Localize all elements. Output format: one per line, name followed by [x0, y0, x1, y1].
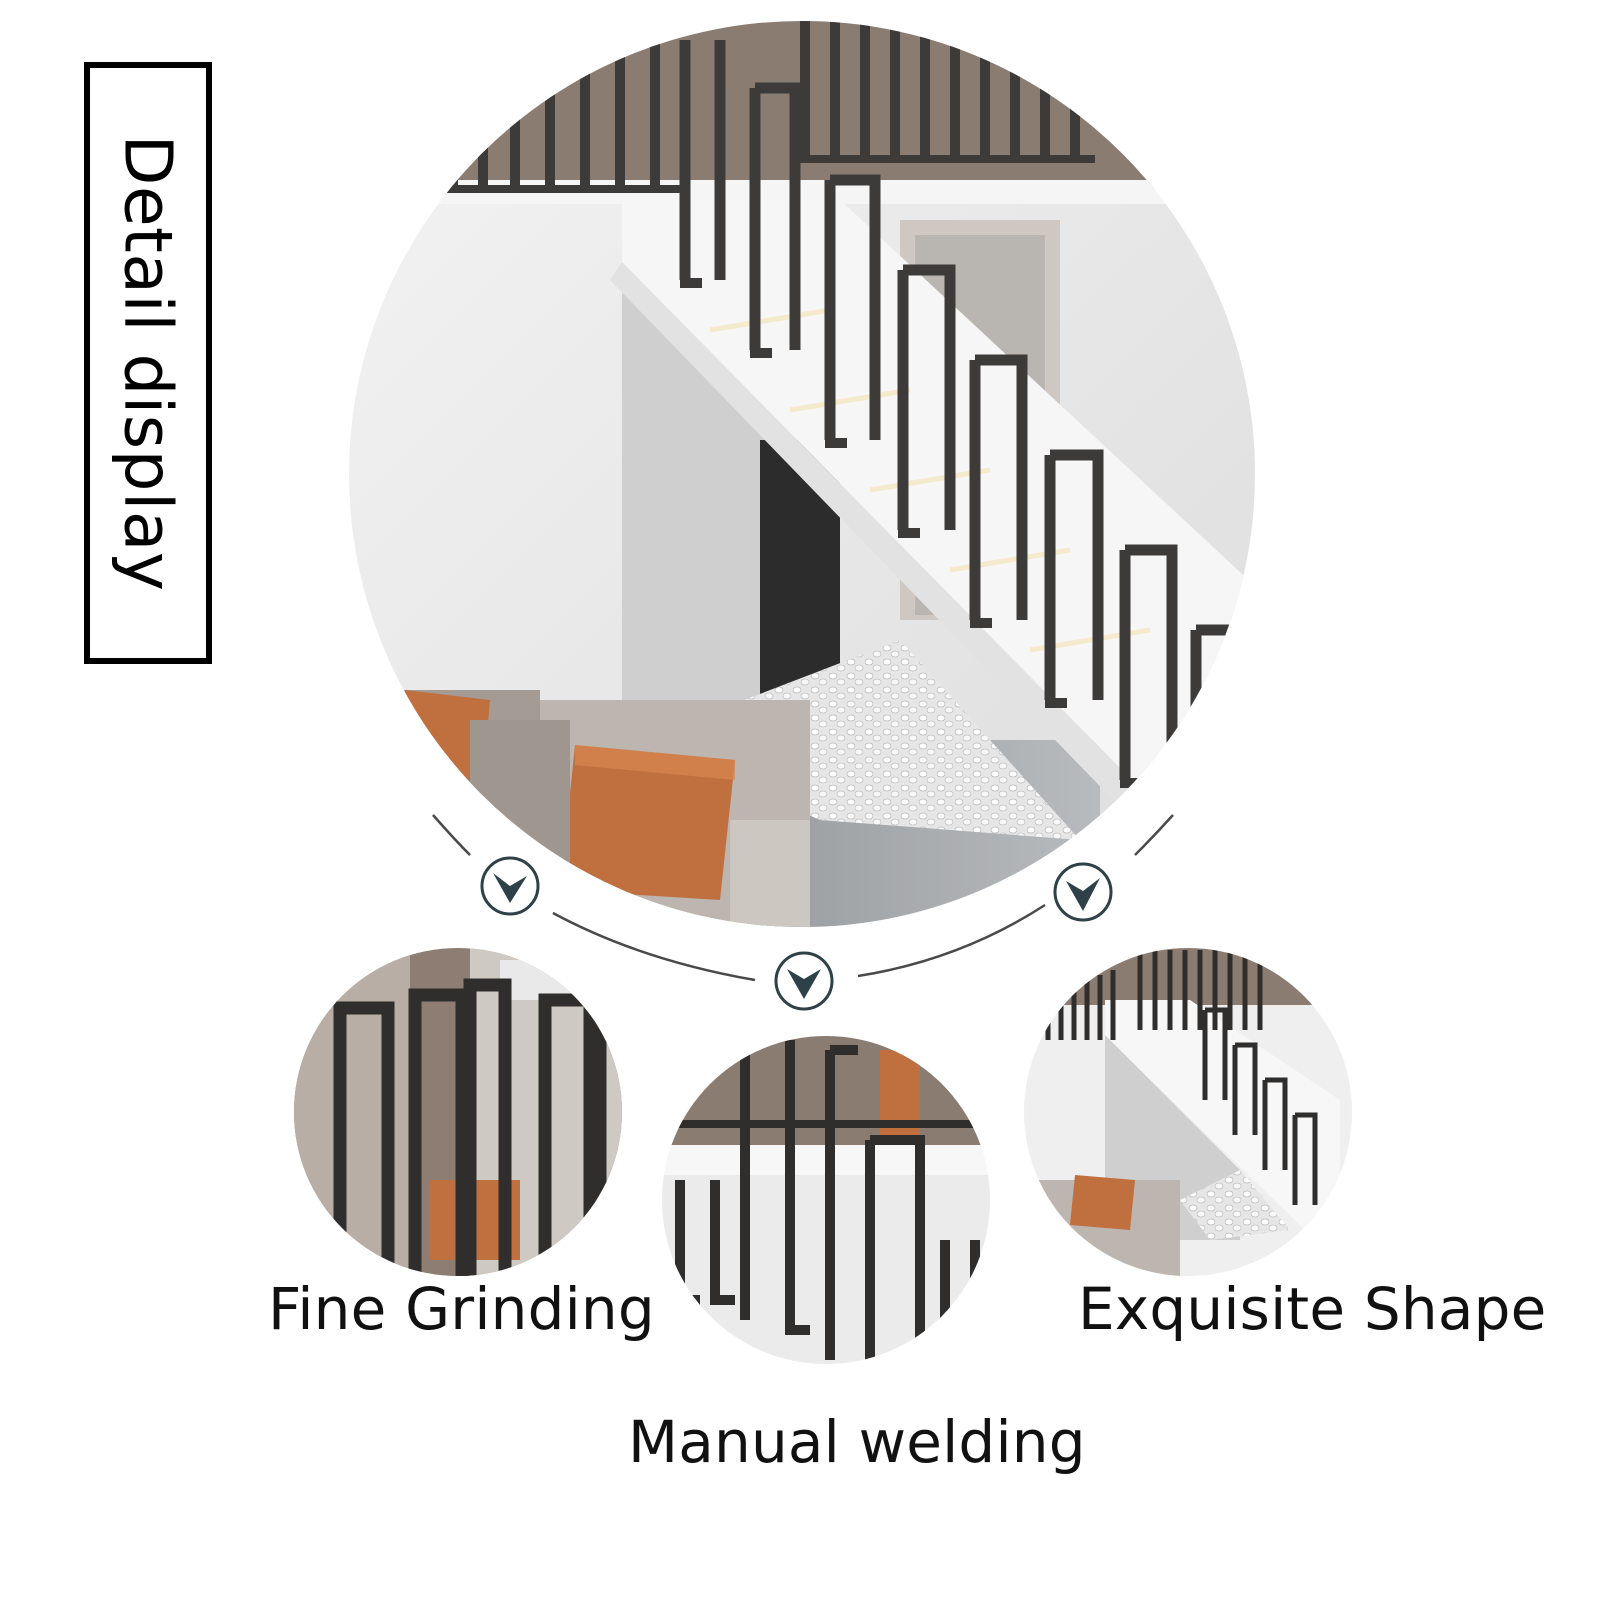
exquisite-shape-photo [1024, 948, 1352, 1276]
caption-manual-welding: Manual welding [628, 1408, 1086, 1476]
caption-exquisite-shape: Exquisite Shape [1078, 1275, 1547, 1343]
connector-arc [432, 814, 1174, 982]
chevron-down-icon [480, 856, 540, 916]
caption-fine-grinding: Fine Grinding [268, 1275, 655, 1343]
chevron-down-icon [1053, 862, 1113, 922]
chevron-down-icon [774, 951, 834, 1011]
main-staircase-photo [349, 21, 1255, 927]
detail-display-label-box: Detail display [84, 62, 212, 664]
fine-grinding-photo [294, 948, 622, 1276]
manual-welding-photo [662, 1036, 990, 1364]
